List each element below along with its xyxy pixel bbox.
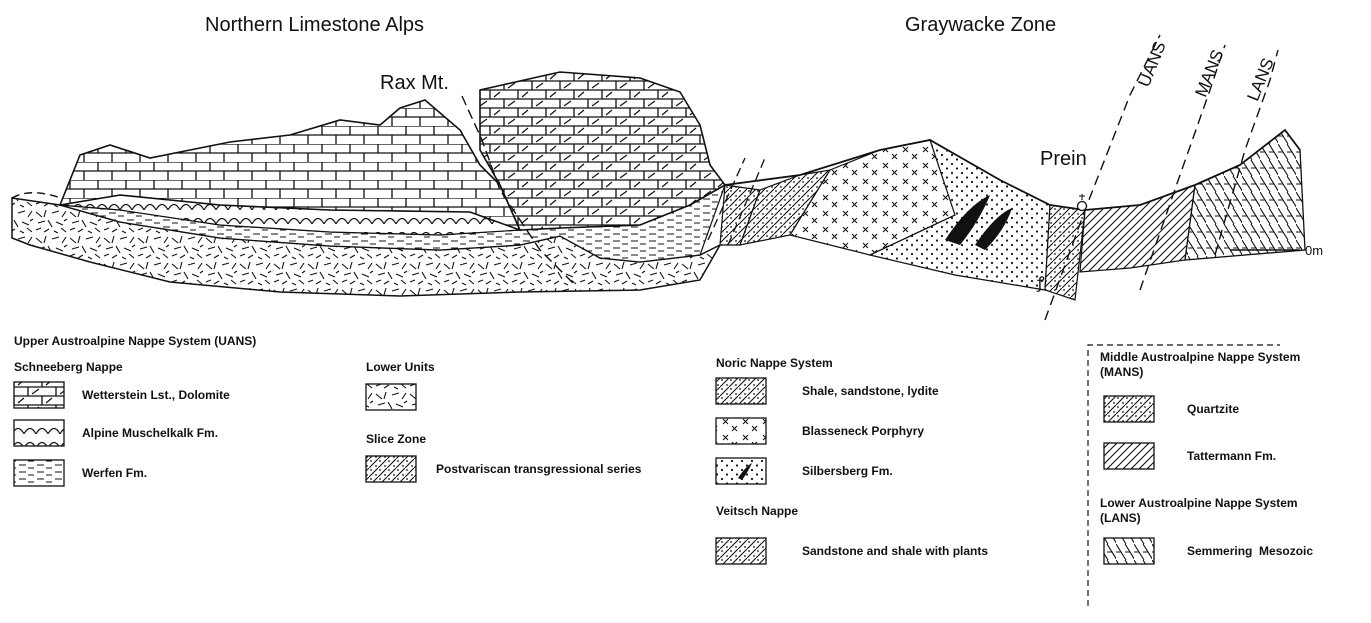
cross-section: ꝭ <box>12 35 1305 320</box>
swatch-shale <box>716 378 766 404</box>
swatch-silbersberg <box>716 458 766 484</box>
title-northern-limestone-alps: Northern Limestone Alps <box>205 14 424 37</box>
legend-uans-heading: Upper Austroalpine Nappe System (UANS) <box>14 334 256 349</box>
legend-slice-zone-heading: Slice Zone <box>366 432 426 447</box>
legend-lans-heading: Lower Austroalpine Nappe System <box>1100 496 1298 511</box>
legend-item-semmering: Semmering Mesozoic <box>1187 544 1313 558</box>
semmering-mesozoic <box>1185 130 1305 260</box>
legend-veitsch-heading: Veitsch Nappe <box>716 504 798 519</box>
legend-item-silbersberg: Silbersberg Fm. <box>802 464 893 478</box>
legend-mans-heading-abbr: (MANS) <box>1100 365 1143 380</box>
swatch-muschelkalk <box>14 420 64 446</box>
swatch-lower-units <box>366 384 416 410</box>
legend-swatches <box>14 345 1280 606</box>
legend-item-werfen: Werfen Fm. <box>82 466 147 480</box>
swatch-blasseneck <box>716 418 766 444</box>
legend-schneeberg-heading: Schneeberg Nappe <box>14 360 123 375</box>
swatch-postvariscan <box>366 456 416 482</box>
veitsch-nappe <box>1045 205 1085 300</box>
legend-lower-units-heading: Lower Units <box>366 360 435 375</box>
rax-dolomite-east <box>480 72 725 230</box>
legend-item-shale: Shale, sandstone, lydite <box>802 384 939 398</box>
svg-text:ꝭ: ꝭ <box>1036 273 1045 292</box>
title-graywacke-zone: Graywacke Zone <box>905 14 1056 37</box>
legend-item-tattermann: Tattermann Fm. <box>1187 449 1276 463</box>
legend-item-quartzite: Quartzite <box>1187 402 1239 416</box>
legend-item-muschelkalk: Alpine Muschelkalk Fm. <box>82 426 218 440</box>
swatch-tattermann <box>1104 443 1154 469</box>
swatch-quartzite <box>1104 396 1154 422</box>
mans-units <box>1080 185 1195 272</box>
legend-mans-heading: Middle Austroalpine Nappe System <box>1100 350 1300 365</box>
swatch-semmering <box>1104 538 1154 564</box>
prein-marker <box>1078 202 1087 211</box>
label-prein: Prein <box>1040 148 1087 171</box>
legend-lans-heading-abbr: (LANS) <box>1100 511 1141 526</box>
legend-noric-heading: Noric Nappe System <box>716 356 833 371</box>
mans-lans-box <box>1088 345 1280 606</box>
legend-item-veitsch: Sandstone and shale with plants <box>802 544 988 558</box>
legend-item-wetterstein: Wetterstein Lst., Dolomite <box>82 388 230 402</box>
swatch-werfen <box>14 460 64 486</box>
label-rax-mt: Rax Mt. <box>380 72 449 95</box>
swatch-wetterstein <box>14 382 64 408</box>
swatch-veitsch <box>716 538 766 564</box>
legend-item-blasseneck: Blasseneck Porphyry <box>802 424 924 438</box>
label-scale-zero: 0m <box>1305 243 1323 258</box>
legend-item-postvariscan: Postvariscan transgressional series <box>436 462 641 476</box>
